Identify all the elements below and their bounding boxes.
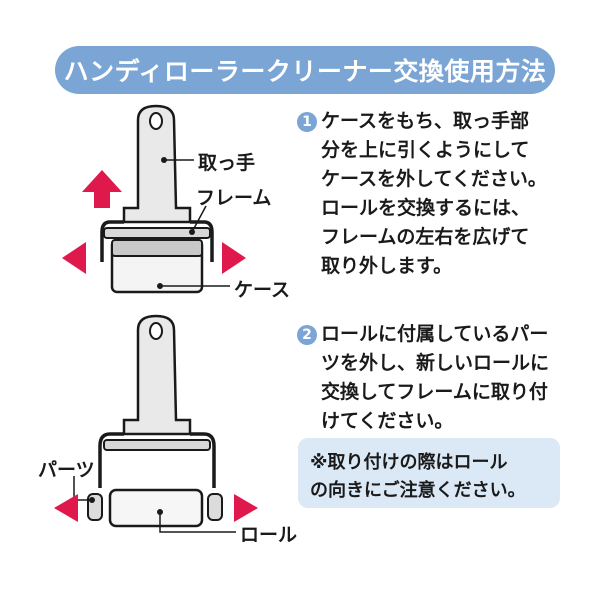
step-2: 2 ロールに付属しているパー ツを外し、新しいロールに 交換してフレームに取り付… bbox=[297, 320, 587, 436]
label-handle: 取っ手 bbox=[198, 152, 256, 174]
step-text-line: けてください。 bbox=[321, 410, 454, 432]
arrow-right-icon bbox=[234, 494, 258, 522]
leader-line-frame bbox=[191, 205, 207, 233]
frame-wire bbox=[100, 220, 214, 262]
arrow-left-icon bbox=[54, 494, 78, 522]
step-text-line: ツを外し、新しいロールに bbox=[321, 352, 550, 374]
frame-rod bbox=[103, 227, 211, 239]
page-title: ハンディローラークリーナー交換使用方法 bbox=[63, 57, 547, 86]
step-1: 1 ケースをもち、取っ手部 分を上に引くようにして ケースを外してください。 ロ… bbox=[297, 107, 587, 281]
step-text-line: 分を上に引くようにして bbox=[321, 139, 530, 161]
hang-hole bbox=[149, 112, 163, 130]
step-text-line: 取り外します。 bbox=[321, 255, 453, 277]
roll-shape bbox=[108, 488, 204, 528]
label-frame: フレーム bbox=[196, 187, 272, 209]
step-text-line: ロールを交換するには、 bbox=[321, 197, 531, 219]
arrow-right-icon bbox=[222, 242, 246, 274]
step-text-line: ロールに付属しているパー bbox=[321, 323, 549, 345]
step-text-line: ケースをもち、取っ手部 bbox=[321, 110, 530, 132]
frame-rod bbox=[103, 439, 211, 451]
caution-note: ※取り付けの際はロール の向きにご注意ください。 bbox=[298, 438, 560, 508]
step-text-line: フレームの左右を広げて bbox=[321, 226, 530, 248]
step-number-badge: 2 bbox=[297, 325, 317, 345]
frame-wire bbox=[98, 432, 216, 488]
handle-shape bbox=[122, 314, 192, 436]
handle-shape bbox=[122, 104, 192, 224]
arrow-up-icon bbox=[82, 170, 122, 208]
hang-hole bbox=[149, 322, 163, 340]
leader-line-roll bbox=[159, 512, 236, 533]
roller-illustration-top bbox=[62, 104, 246, 294]
label-parts: パーツ bbox=[38, 459, 95, 481]
step-text-line: ケースを外してください。 bbox=[321, 168, 547, 190]
label-case: ケース bbox=[234, 279, 291, 301]
step-text-line: 交換してフレームに取り付 bbox=[321, 381, 548, 403]
arrow-left-icon bbox=[62, 242, 86, 274]
part-right bbox=[207, 493, 223, 521]
note-text-line: の向きにご注意ください。 bbox=[310, 480, 526, 501]
label-roll: ロール bbox=[240, 524, 298, 546]
note-text-line: ※取り付けの際はロール bbox=[310, 452, 508, 473]
case-top-band bbox=[111, 239, 203, 257]
roller-illustration-bottom bbox=[54, 314, 258, 533]
step-number-badge: 1 bbox=[297, 112, 317, 132]
title-banner: ハンディローラークリーナー交換使用方法 bbox=[55, 46, 555, 94]
